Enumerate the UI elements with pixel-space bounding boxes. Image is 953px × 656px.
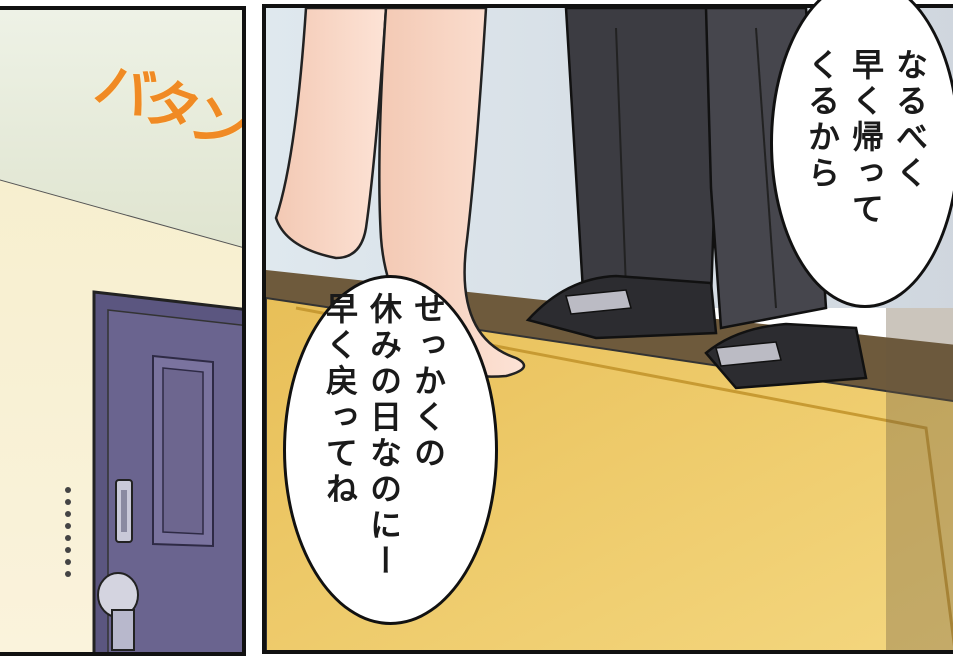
speech-text-middle: せっかくの 休みの日なのにー 早く戻ってね: [321, 292, 447, 580]
left-panel: バタン: [0, 6, 246, 656]
door: [92, 290, 242, 652]
upper-wall: [0, 10, 242, 248]
door-scene: [0, 10, 242, 652]
door-chain: [65, 487, 71, 577]
speech-bubble-top: [770, 0, 953, 308]
speech-bubble-middle: [283, 275, 498, 625]
speech-text-top: なるべく 早く帰って くるから: [803, 48, 929, 228]
right-shoe: [704, 322, 868, 390]
